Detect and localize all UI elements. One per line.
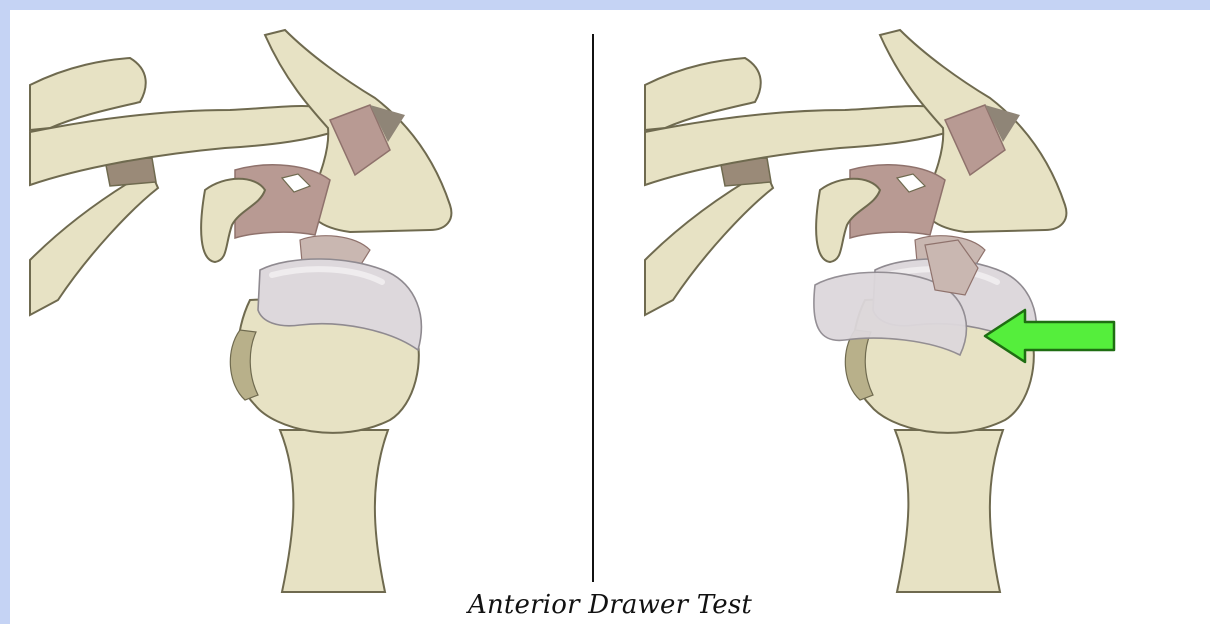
figure-frame: Anterior Drawer Test xyxy=(10,10,1210,624)
right-shoulder-illustration xyxy=(645,30,1066,592)
left-shoulder-illustration xyxy=(30,30,451,592)
figure-caption: Anterior Drawer Test xyxy=(10,590,1210,620)
anatomy-illustration xyxy=(10,10,1210,624)
